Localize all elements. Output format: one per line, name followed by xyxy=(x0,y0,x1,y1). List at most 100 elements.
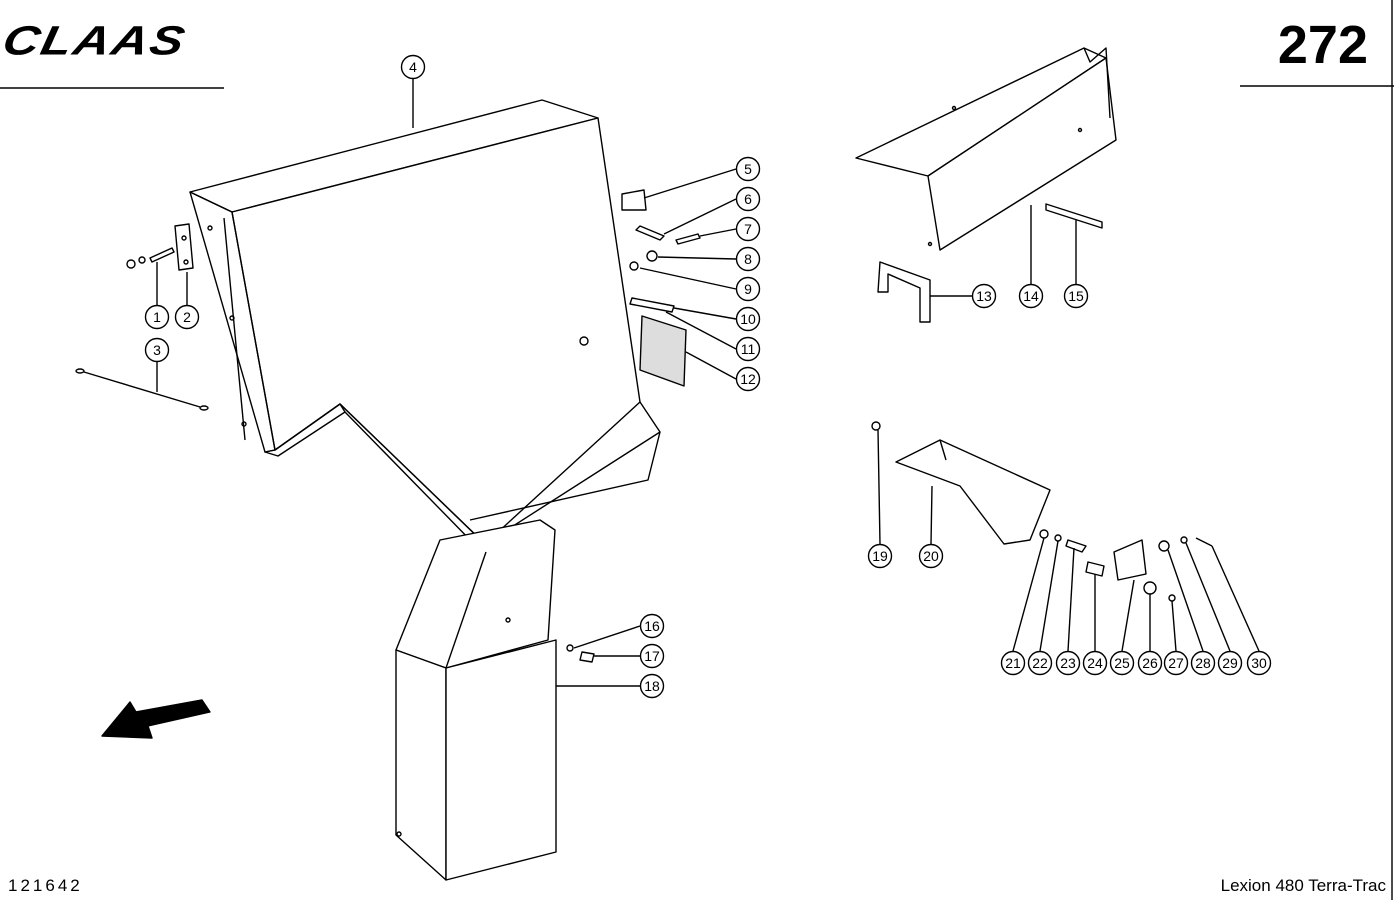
callout-12: 12 xyxy=(735,366,761,392)
callout-number: 1 xyxy=(153,309,161,325)
callout-circle xyxy=(735,336,761,362)
callout-circle xyxy=(639,643,665,669)
callout-circle xyxy=(735,156,761,182)
callout-15: 15 xyxy=(1063,283,1089,309)
callout-circle xyxy=(639,673,665,699)
part-20-support-bracket xyxy=(895,439,1051,545)
callout-number: 22 xyxy=(1032,655,1048,671)
part-21-nut xyxy=(1039,529,1049,539)
callout-circle xyxy=(1082,650,1108,676)
callout-number: 3 xyxy=(153,342,161,358)
callout-circle xyxy=(918,543,944,569)
callout-27: 27 xyxy=(1163,650,1189,676)
callout-19: 19 xyxy=(867,543,893,569)
callout-number: 13 xyxy=(976,288,992,304)
part-18-lower-duct xyxy=(395,519,557,881)
callout-number: 17 xyxy=(644,648,660,664)
callout-circle xyxy=(400,54,426,80)
part-4-side-panel xyxy=(189,99,661,549)
callout-3: 3 xyxy=(144,337,170,363)
callout-number: 28 xyxy=(1195,655,1211,671)
part-19-bolt-head xyxy=(871,421,881,431)
callout-number: 11 xyxy=(741,341,756,357)
part-14-cover xyxy=(855,47,1117,251)
callout-number: 26 xyxy=(1142,655,1158,671)
callout-circle xyxy=(1163,650,1189,676)
callout-2: 2 xyxy=(174,304,200,330)
callout-circle xyxy=(735,306,761,332)
part-12-grille xyxy=(639,315,687,387)
callout-circle xyxy=(1027,650,1053,676)
part-2-hinge xyxy=(174,223,194,271)
callout-8: 8 xyxy=(735,246,761,272)
callout-17: 17 xyxy=(639,643,665,669)
callout-number: 15 xyxy=(1068,288,1084,304)
callout-number: 27 xyxy=(1168,655,1184,671)
part-24-sleeve xyxy=(1085,561,1105,577)
callout-number: 12 xyxy=(740,371,756,387)
callout-circle xyxy=(1246,650,1272,676)
callout-number: 8 xyxy=(744,251,752,267)
callout-13: 13 xyxy=(971,283,997,309)
callout-number: 10 xyxy=(740,311,756,327)
callout-number: 14 xyxy=(1023,288,1039,304)
callout-circle xyxy=(1217,650,1243,676)
callout-number: 19 xyxy=(872,548,888,564)
callout-24: 24 xyxy=(1082,650,1108,676)
callout-circle xyxy=(1190,650,1216,676)
model-name: Lexion 480 Terra-Trac xyxy=(1220,876,1386,895)
callout-10: 10 xyxy=(735,306,761,332)
callout-number: 29 xyxy=(1222,655,1238,671)
callout-22: 22 xyxy=(1027,650,1053,676)
callout-number: 2 xyxy=(183,309,191,325)
callout-number: 24 xyxy=(1087,655,1103,671)
callout-number: 7 xyxy=(744,221,752,237)
callout-circle xyxy=(971,283,997,309)
callout-6: 6 xyxy=(735,186,761,212)
callout-4: 4 xyxy=(400,54,426,80)
part-30-pin xyxy=(1195,537,1213,547)
callout-11: 11 xyxy=(735,336,761,362)
part-6-strap xyxy=(635,225,665,241)
part-8-spring xyxy=(646,250,658,262)
callout-number: 9 xyxy=(744,281,752,297)
part-1-bolt-set xyxy=(126,247,175,269)
callout-14: 14 xyxy=(1018,283,1044,309)
callout-30: 30 xyxy=(1246,650,1272,676)
callout-number: 5 xyxy=(744,161,752,177)
callout-number: 20 xyxy=(923,548,939,564)
callout-circle xyxy=(735,186,761,212)
callout-number: 6 xyxy=(744,191,752,207)
part-15-bracket xyxy=(1045,203,1103,229)
callout-circle xyxy=(735,366,761,392)
part-17-screw xyxy=(579,651,595,663)
callout-25: 25 xyxy=(1109,650,1135,676)
callout-circle xyxy=(144,304,170,330)
part-22-washer xyxy=(1054,534,1062,542)
callout-circle xyxy=(144,337,170,363)
callout-number: 25 xyxy=(1114,655,1130,671)
callout-number: 30 xyxy=(1251,655,1267,671)
part-26-nut xyxy=(1143,581,1157,595)
part-28-spring xyxy=(1158,540,1170,552)
callout-circle xyxy=(735,216,761,242)
callout-number: 21 xyxy=(1005,655,1021,671)
callout-circle xyxy=(1018,283,1044,309)
callout-7: 7 xyxy=(735,216,761,242)
part-10-rail xyxy=(629,297,675,313)
part-9-nut xyxy=(629,261,639,271)
callout-20: 20 xyxy=(918,543,944,569)
callout-number: 4 xyxy=(409,59,417,75)
part-23-pin xyxy=(1065,539,1087,553)
callout-circle xyxy=(1137,650,1163,676)
part-27-ring xyxy=(1168,594,1176,602)
callout-21: 21 xyxy=(1000,650,1026,676)
callout-circle xyxy=(1109,650,1135,676)
part-13-u-bracket xyxy=(877,261,931,323)
callout-circle xyxy=(174,304,200,330)
callout-26: 26 xyxy=(1137,650,1163,676)
part-3-cable xyxy=(75,368,209,411)
part-25-plate xyxy=(1113,539,1147,581)
callout-circle xyxy=(1063,283,1089,309)
